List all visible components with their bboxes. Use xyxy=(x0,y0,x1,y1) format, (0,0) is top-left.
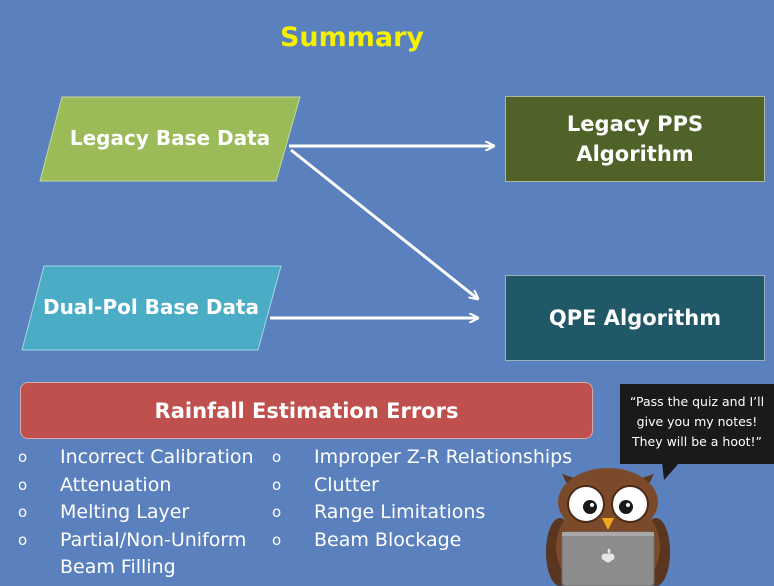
dual-pol-base-data-shape xyxy=(21,265,282,351)
speech-line-3: They will be a hoot!” xyxy=(631,434,763,449)
owl-mascot-icon xyxy=(546,468,670,586)
legacy-pps-line-1: Legacy PPS xyxy=(566,112,704,136)
rainfall-errors-heading: Rainfall Estimation Errors xyxy=(154,398,459,423)
legacy-base-data-shape xyxy=(39,96,301,182)
bullet-icon: o xyxy=(18,475,28,494)
speech-line-1: “Pass the quiz and I’ll xyxy=(629,394,765,409)
slide-title: Summary xyxy=(279,22,425,53)
speech-bubble-tail xyxy=(662,462,680,480)
rainfall-errors-banner: Rainfall Estimation Errors xyxy=(20,382,593,439)
bullet-icon: o xyxy=(272,530,282,549)
legacy-pps-algorithm-box: Legacy PPS Algorithm xyxy=(505,96,765,182)
qpe-algorithm-box: QPE Algorithm xyxy=(505,275,765,361)
bullet-icon: o xyxy=(272,475,282,494)
qpe-algorithm-label: QPE Algorithm xyxy=(548,306,722,330)
legacy-pps-line-2: Algorithm xyxy=(576,142,694,166)
owl-speech-bubble: “Pass the quiz and I’ll give you my note… xyxy=(620,384,774,464)
bullet-icon: o xyxy=(18,448,28,466)
bullet-icon: o xyxy=(18,503,28,521)
legacy-base-data-label: Legacy Base Data xyxy=(69,126,271,150)
arrow-legacy-to-qpe xyxy=(290,148,478,299)
bullet-icon: o xyxy=(272,448,282,466)
dual-pol-base-data-label: Dual-Pol Base Data xyxy=(42,295,260,319)
bullet-icon: o xyxy=(18,530,28,549)
apple-logo-icon xyxy=(601,548,615,563)
speech-line-2: give you my notes! xyxy=(636,414,758,429)
bullet-icon: o xyxy=(272,503,282,521)
